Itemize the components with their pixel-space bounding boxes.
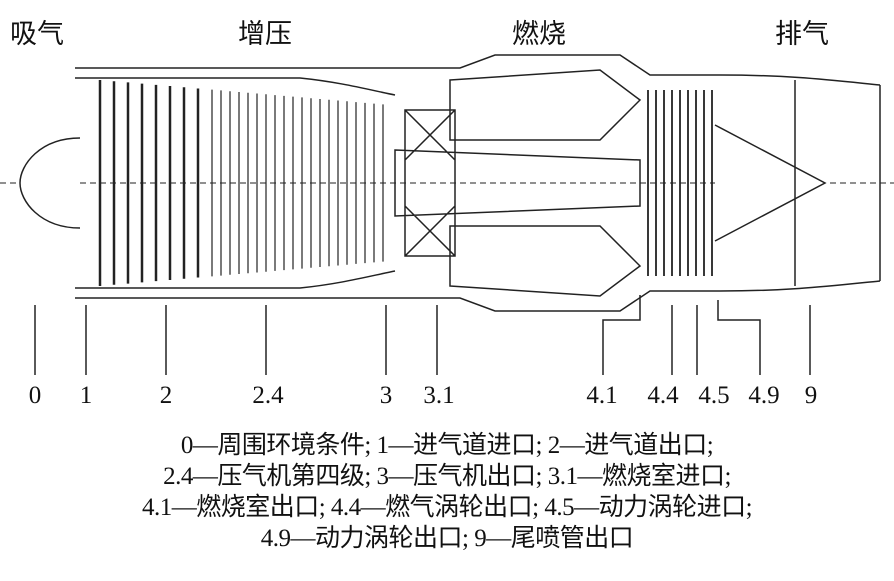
station-label: 1	[79, 382, 93, 409]
station-label: 0	[28, 382, 42, 409]
caption-line: 0—周围环境条件; 1—进气道进口; 2—进气道出口;	[180, 432, 714, 459]
section-exhaust: 排气	[775, 19, 829, 50]
section-compression: 增压	[238, 19, 292, 50]
station-label: 4.9	[748, 382, 780, 409]
section-combustion: 燃烧	[512, 19, 566, 50]
section-intake: 吸气	[10, 19, 64, 50]
caption-line: 2.4—压气机第四级; 3—压气机出口; 3.1—燃烧室进口;	[163, 463, 731, 490]
station-label: 4.5	[698, 382, 730, 409]
station-line	[717, 300, 761, 375]
outer-casing	[75, 54, 881, 312]
station-lines	[34, 295, 811, 375]
combustor	[449, 69, 642, 297]
station-line	[602, 295, 641, 375]
blade-rows	[98, 80, 713, 286]
caption-line: 4.1—燃烧室出口; 4.4—燃气涡轮出口; 4.5—动力涡轮进口;	[141, 494, 753, 521]
casing-inner	[75, 77, 396, 289]
spinner	[19, 137, 81, 229]
station-label: 3	[379, 382, 393, 409]
shaft	[394, 109, 641, 257]
station-label: 2	[159, 382, 173, 409]
caption-line: 4.9—动力涡轮出口; 9—尾喷管出口	[260, 525, 634, 552]
station-label: 4.4	[647, 382, 679, 409]
nozzle	[714, 80, 881, 286]
station-label: 2.4	[252, 382, 284, 409]
station-label: 3.1	[423, 382, 455, 409]
station-label: 9	[804, 382, 818, 409]
station-label: 4.1	[586, 382, 618, 409]
